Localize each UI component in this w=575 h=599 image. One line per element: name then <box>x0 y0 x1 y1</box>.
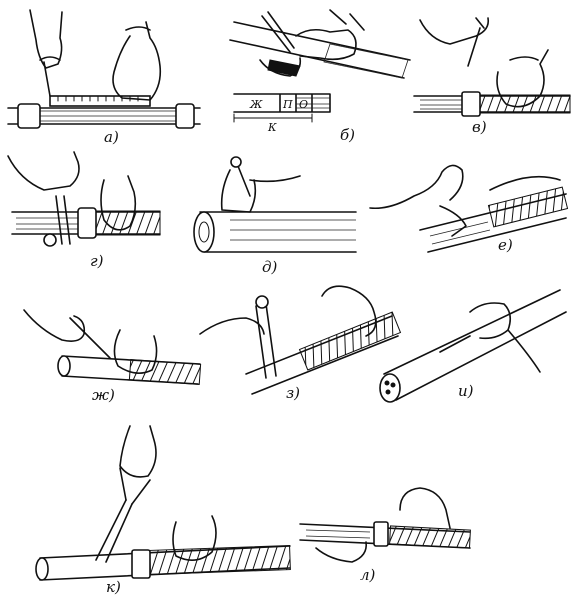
caption-z: з) <box>286 384 300 402</box>
caption-l: л) <box>360 566 376 584</box>
caption-e: е) <box>498 236 513 254</box>
caption-g: г) <box>90 252 104 270</box>
caption-a: а) <box>104 128 119 146</box>
caption-k: к) <box>106 578 121 596</box>
panel-e: е) <box>369 164 569 254</box>
panel-i: и) <box>379 289 567 403</box>
panel-k: к) <box>35 425 291 596</box>
caption-i: и) <box>458 382 474 400</box>
caption-d: д) <box>262 258 278 276</box>
panel-a: а) <box>7 9 201 146</box>
caption-v: в) <box>472 118 487 136</box>
dim-label-o: О <box>299 98 308 111</box>
panel-zh: ж) <box>23 309 202 404</box>
panel-g: г) <box>7 151 161 270</box>
dim-label-zh: Ж <box>249 98 263 111</box>
panel-v: в) <box>413 17 571 136</box>
panel-d: д) <box>193 156 357 276</box>
caption-b: б) <box>340 126 355 144</box>
dim-label-k: К <box>267 121 277 134</box>
caption-zh: ж) <box>92 386 115 404</box>
dim-label-p: П <box>282 98 293 111</box>
panel-l: л) <box>299 487 471 584</box>
panel-b: Ж П О К б) <box>229 9 411 144</box>
panel-z: з) <box>199 285 402 402</box>
